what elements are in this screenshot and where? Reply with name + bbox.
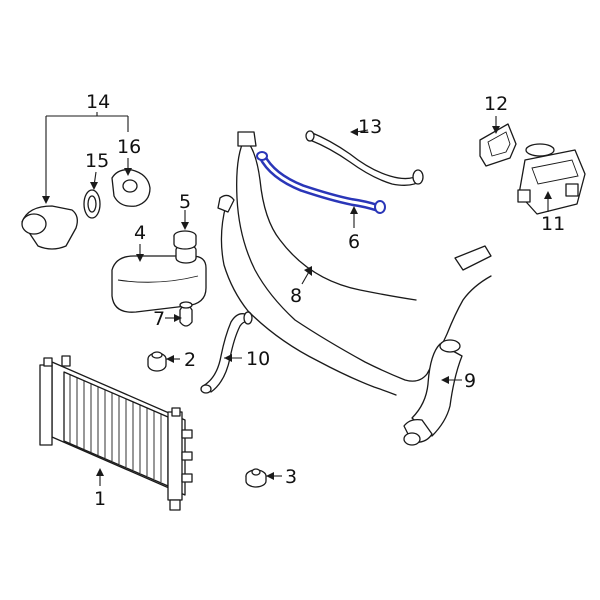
callout-14: 14 [86,91,110,113]
callout-9: 9 [464,370,476,392]
callout-labels: 14 16 15 5 4 7 2 1 10 3 8 6 13 9 12 11 [85,91,565,510]
radiator-mount [147,351,167,372]
callout-16: 16 [117,136,141,158]
callout-1: 1 [94,488,106,510]
callout-12: 12 [484,93,508,115]
callout-4: 4 [134,222,146,244]
radiator [39,355,193,511]
bypass-hose [305,130,424,186]
thermostat-housing [517,143,586,215]
callout-3: 3 [285,466,297,488]
callout-2: 2 [184,349,196,371]
callout-13: 13 [358,116,382,138]
callout-11: 11 [541,213,565,235]
outlet-hose [403,339,463,446]
highlighted-hose [256,151,386,214]
water-outlet-assembly [21,169,151,250]
short-hose [179,301,193,327]
small-mount [245,468,267,488]
callout-5: 5 [179,191,191,213]
reservoir-cap [173,230,197,250]
reservoir-hose [200,311,253,394]
callout-15: 15 [85,150,109,172]
callout-8: 8 [290,285,302,307]
coolant-reservoir [111,244,207,313]
leader-lines [45,112,549,486]
callout-6: 6 [348,231,360,253]
coolant-tube [217,131,492,396]
callout-7: 7 [153,308,165,330]
housing-gasket [479,123,517,167]
callout-10: 10 [246,348,270,370]
arrowheads [42,126,552,480]
